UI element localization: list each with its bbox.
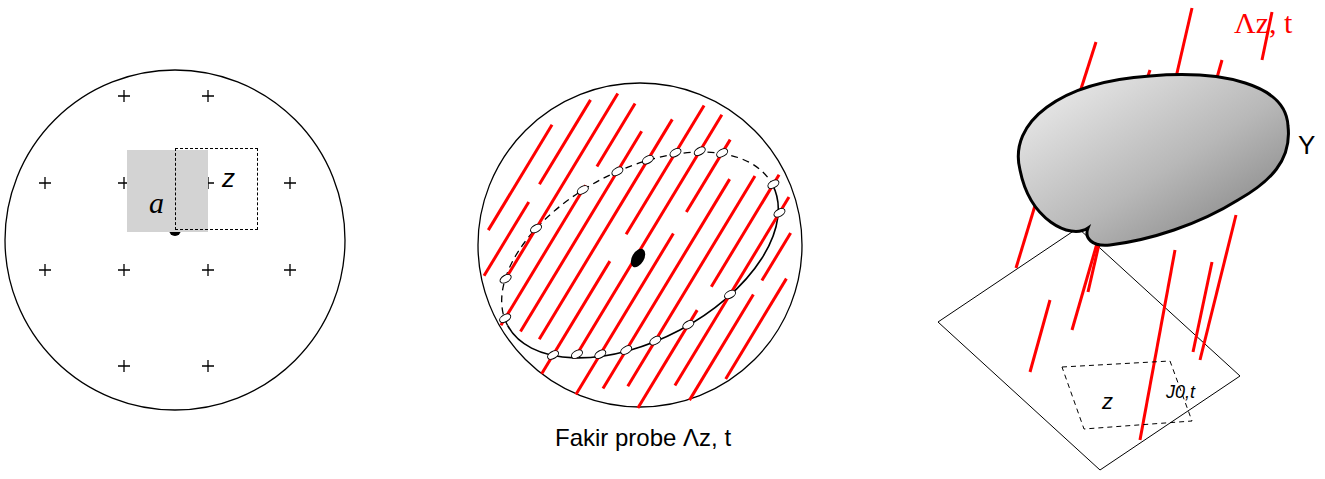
probe-line xyxy=(504,93,618,281)
probe-line xyxy=(484,202,529,276)
dashed-cell: z J0,t xyxy=(1050,355,1200,435)
center-point xyxy=(628,246,648,269)
probe-line xyxy=(575,115,722,358)
intersection-mark xyxy=(681,319,695,331)
intersection-mark xyxy=(610,165,624,177)
lattice-plus xyxy=(118,360,130,372)
lattice-plus xyxy=(39,177,51,189)
figure-caption: Fakir probe Λz, t xyxy=(555,426,731,450)
lattice-plus xyxy=(284,177,296,189)
blob-outline xyxy=(1018,75,1288,246)
lattice-plus xyxy=(118,90,130,102)
probe-label: Λz, t xyxy=(1234,8,1292,38)
grey-square: a xyxy=(127,150,208,232)
probe-line xyxy=(501,185,586,325)
intersection-mark xyxy=(593,348,607,360)
lattice-points xyxy=(39,90,296,372)
plane xyxy=(938,228,1240,470)
domain-circle xyxy=(5,70,345,410)
lattice-plus xyxy=(284,264,296,276)
lattice-plus xyxy=(202,90,214,102)
node-label: z xyxy=(1102,391,1113,413)
probe-line xyxy=(520,131,641,331)
probe-line xyxy=(597,104,635,167)
probe-line xyxy=(628,176,755,386)
lattice-plus xyxy=(118,264,130,276)
domain-circle xyxy=(478,83,802,407)
probe-line xyxy=(1140,250,1175,440)
node-label: J0,t xyxy=(1166,383,1195,401)
dashed-square: z xyxy=(175,148,258,230)
intersection-mark xyxy=(619,344,633,356)
probe-line xyxy=(675,197,789,385)
intersection-mark xyxy=(773,207,787,219)
probe-line xyxy=(1193,262,1212,352)
intersection-mark xyxy=(498,312,512,324)
node-label: Y xyxy=(1298,132,1315,158)
intersection-mark xyxy=(723,288,737,300)
probe-line xyxy=(626,105,704,234)
probe-line xyxy=(686,140,730,212)
node-label: z xyxy=(222,165,235,191)
probe-line xyxy=(1030,300,1050,372)
intersection-mark xyxy=(766,178,780,190)
node-outline xyxy=(1000,50,1318,260)
intersection-mark xyxy=(669,147,683,159)
intersection-mark xyxy=(641,154,655,166)
intersection-mark xyxy=(576,184,590,196)
probe-line xyxy=(1072,240,1098,330)
intersection-mark xyxy=(693,145,707,157)
intersection-mark xyxy=(529,223,543,235)
intersection-mark xyxy=(499,273,513,285)
lattice-plus xyxy=(39,264,51,276)
set-blob: Y xyxy=(1000,50,1318,260)
intersection-mark xyxy=(715,147,729,159)
lattice-plus xyxy=(202,360,214,372)
intersection-mark xyxy=(570,348,584,360)
lattice-plus xyxy=(202,264,214,276)
probe-line xyxy=(1200,215,1236,360)
intersection-mark xyxy=(648,335,662,347)
probe-line xyxy=(638,310,697,408)
ellipse-back xyxy=(468,110,773,326)
intersection-mark xyxy=(546,349,560,361)
probe-line xyxy=(576,234,673,395)
node-label: a xyxy=(149,188,164,218)
probe-line xyxy=(762,233,791,281)
probe-line xyxy=(603,179,730,388)
probe-line xyxy=(539,100,590,184)
intersection-marks xyxy=(498,145,786,361)
probe-lines xyxy=(484,93,791,408)
